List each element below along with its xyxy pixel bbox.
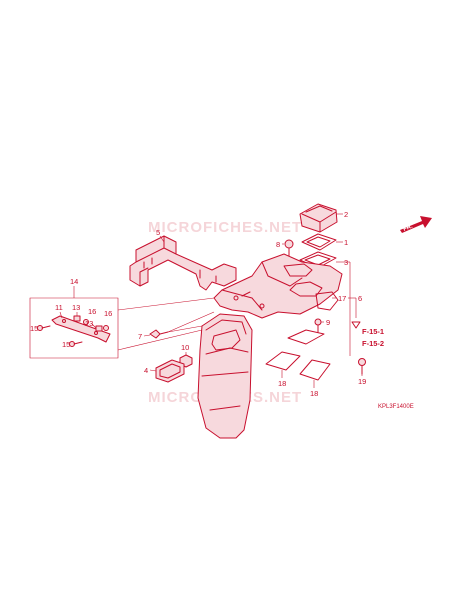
callout-3: 3: [344, 258, 348, 267]
part-16-nut-a: [83, 319, 89, 325]
callout-13-a: 13: [72, 303, 80, 312]
callout-13-b: 13: [85, 319, 93, 328]
part-1-plate: [301, 233, 337, 251]
callout-6: 6: [358, 294, 362, 303]
part-13-collar-a: [73, 315, 81, 322]
watermark-top: MICROFICHES.NET: [148, 219, 302, 236]
front-direction-label: FR.: [403, 224, 415, 233]
callout-7: 7: [138, 332, 142, 341]
callout-17: 17: [338, 294, 346, 303]
part-13-collar-b: [95, 325, 103, 332]
callout-15-b: 15: [62, 340, 70, 349]
callout-8: 8: [276, 240, 280, 249]
part-15-bolt-a: [37, 325, 51, 331]
part-7-screw: [149, 329, 169, 339]
callout-18-a: 18: [278, 379, 286, 388]
rear-fender-tail: [197, 313, 253, 439]
callout-14: 14: [70, 277, 78, 286]
callout-4: 4: [144, 366, 148, 375]
part-14-kit-box: [29, 286, 215, 359]
part-5-bracket: [129, 235, 237, 291]
callout-18-b: 18: [310, 389, 318, 398]
part-11-plate: [51, 315, 111, 343]
main-fender-assembly: [213, 253, 343, 319]
callout-2: 2: [344, 210, 348, 219]
callout-16-b: 16: [104, 309, 112, 318]
part-16-nut-b: [103, 325, 109, 331]
reference-f-15-1: F-15-1: [362, 327, 384, 336]
front-direction-arrow: FR.: [400, 216, 432, 233]
callout-16-a: 16: [88, 307, 96, 316]
callout-9: 9: [326, 318, 330, 327]
reference-f-15-2: F-15-2: [362, 339, 384, 348]
part-2-cover: [299, 203, 338, 233]
diagram-code: KPL3F1400E: [378, 404, 414, 410]
callout-11: 11: [55, 303, 63, 312]
callout-5: 5: [156, 228, 160, 237]
callout-19: 19: [358, 377, 366, 386]
part-15-bolt-b: [69, 341, 83, 347]
part-19-bolt: [358, 358, 366, 375]
part-18-pad-b: [299, 359, 331, 381]
callout-10: 10: [181, 343, 189, 352]
part-18-pad-a: [265, 351, 301, 371]
part-18-pad-c: [287, 329, 325, 345]
part-4-reflector: [155, 359, 185, 383]
part-9-screw: [314, 318, 322, 333]
callout-1: 1: [344, 238, 348, 247]
callout-15-a: 15: [30, 324, 38, 333]
